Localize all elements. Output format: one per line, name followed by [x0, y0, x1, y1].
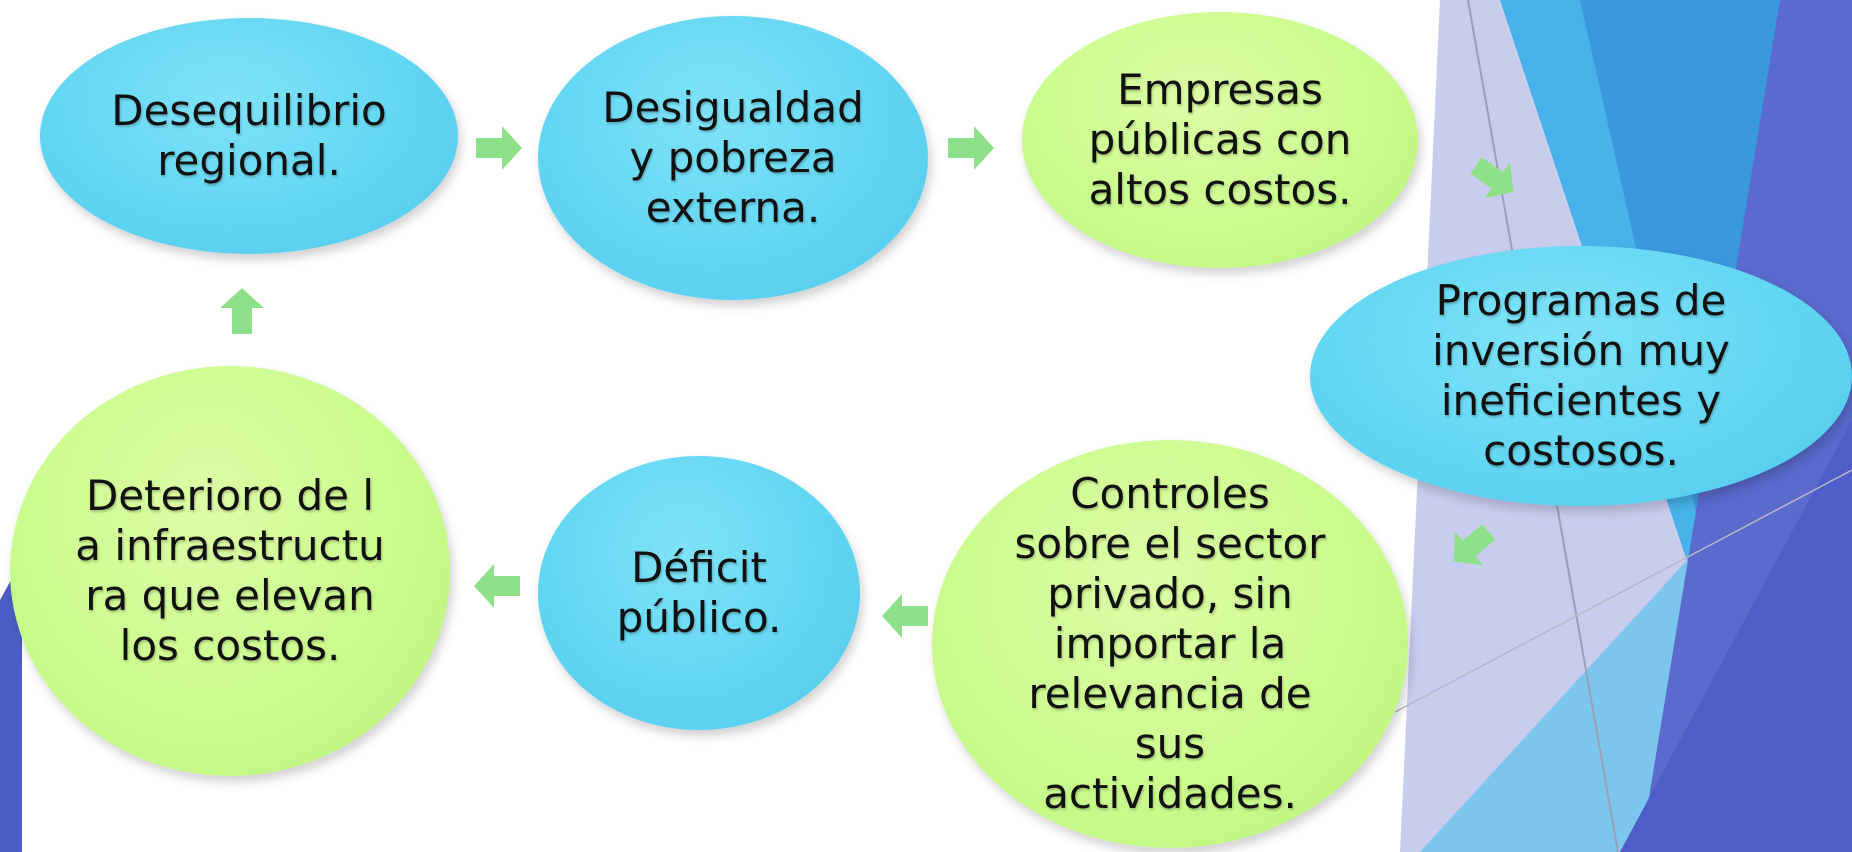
arrow-right-icon: [948, 126, 994, 170]
node-deficit-publico: Déficit público.: [538, 456, 860, 730]
node-text: Controles sobre el sector privado, sin i…: [1014, 469, 1326, 818]
arrow-left-icon: [882, 594, 928, 638]
node-text: Desequilibrio regional.: [111, 86, 387, 185]
background-line-2: [1394, 469, 1852, 713]
node-text: Deterioro de la infraestructura que elev…: [75, 471, 385, 670]
arrow-up-icon: [220, 288, 264, 334]
node-controles-sector-privado: Controles sobre el sector privado, sin i…: [932, 440, 1408, 848]
node-desequilibrio-regional: Desequilibrio regional.: [40, 18, 458, 254]
node-programas-inversion: Programas de inversión muy ineficientes …: [1310, 246, 1852, 506]
node-text: Empresas públicas con altos costos.: [1088, 65, 1352, 214]
node-text: Desigualdad y pobreza externa.: [602, 83, 864, 232]
node-desigualdad-pobreza: Desigualdad y pobreza externa.: [538, 16, 928, 300]
arrow-left-icon: [474, 564, 520, 608]
node-text: Programas de inversión muy ineficientes …: [1432, 276, 1730, 475]
node-deterioro-infraestructura: Deterioro de la infraestructura que elev…: [10, 366, 450, 776]
arrow-right-icon: [476, 126, 522, 170]
background-facet-indigo: [1620, 420, 1852, 852]
background-accent-left: [0, 560, 22, 852]
node-empresas-publicas: Empresas públicas con altos costos.: [1022, 12, 1418, 268]
arrow-down-right-icon: [1470, 157, 1514, 199]
arrow-down-left-icon: [1453, 524, 1496, 566]
node-text: Déficit público.: [616, 543, 782, 642]
